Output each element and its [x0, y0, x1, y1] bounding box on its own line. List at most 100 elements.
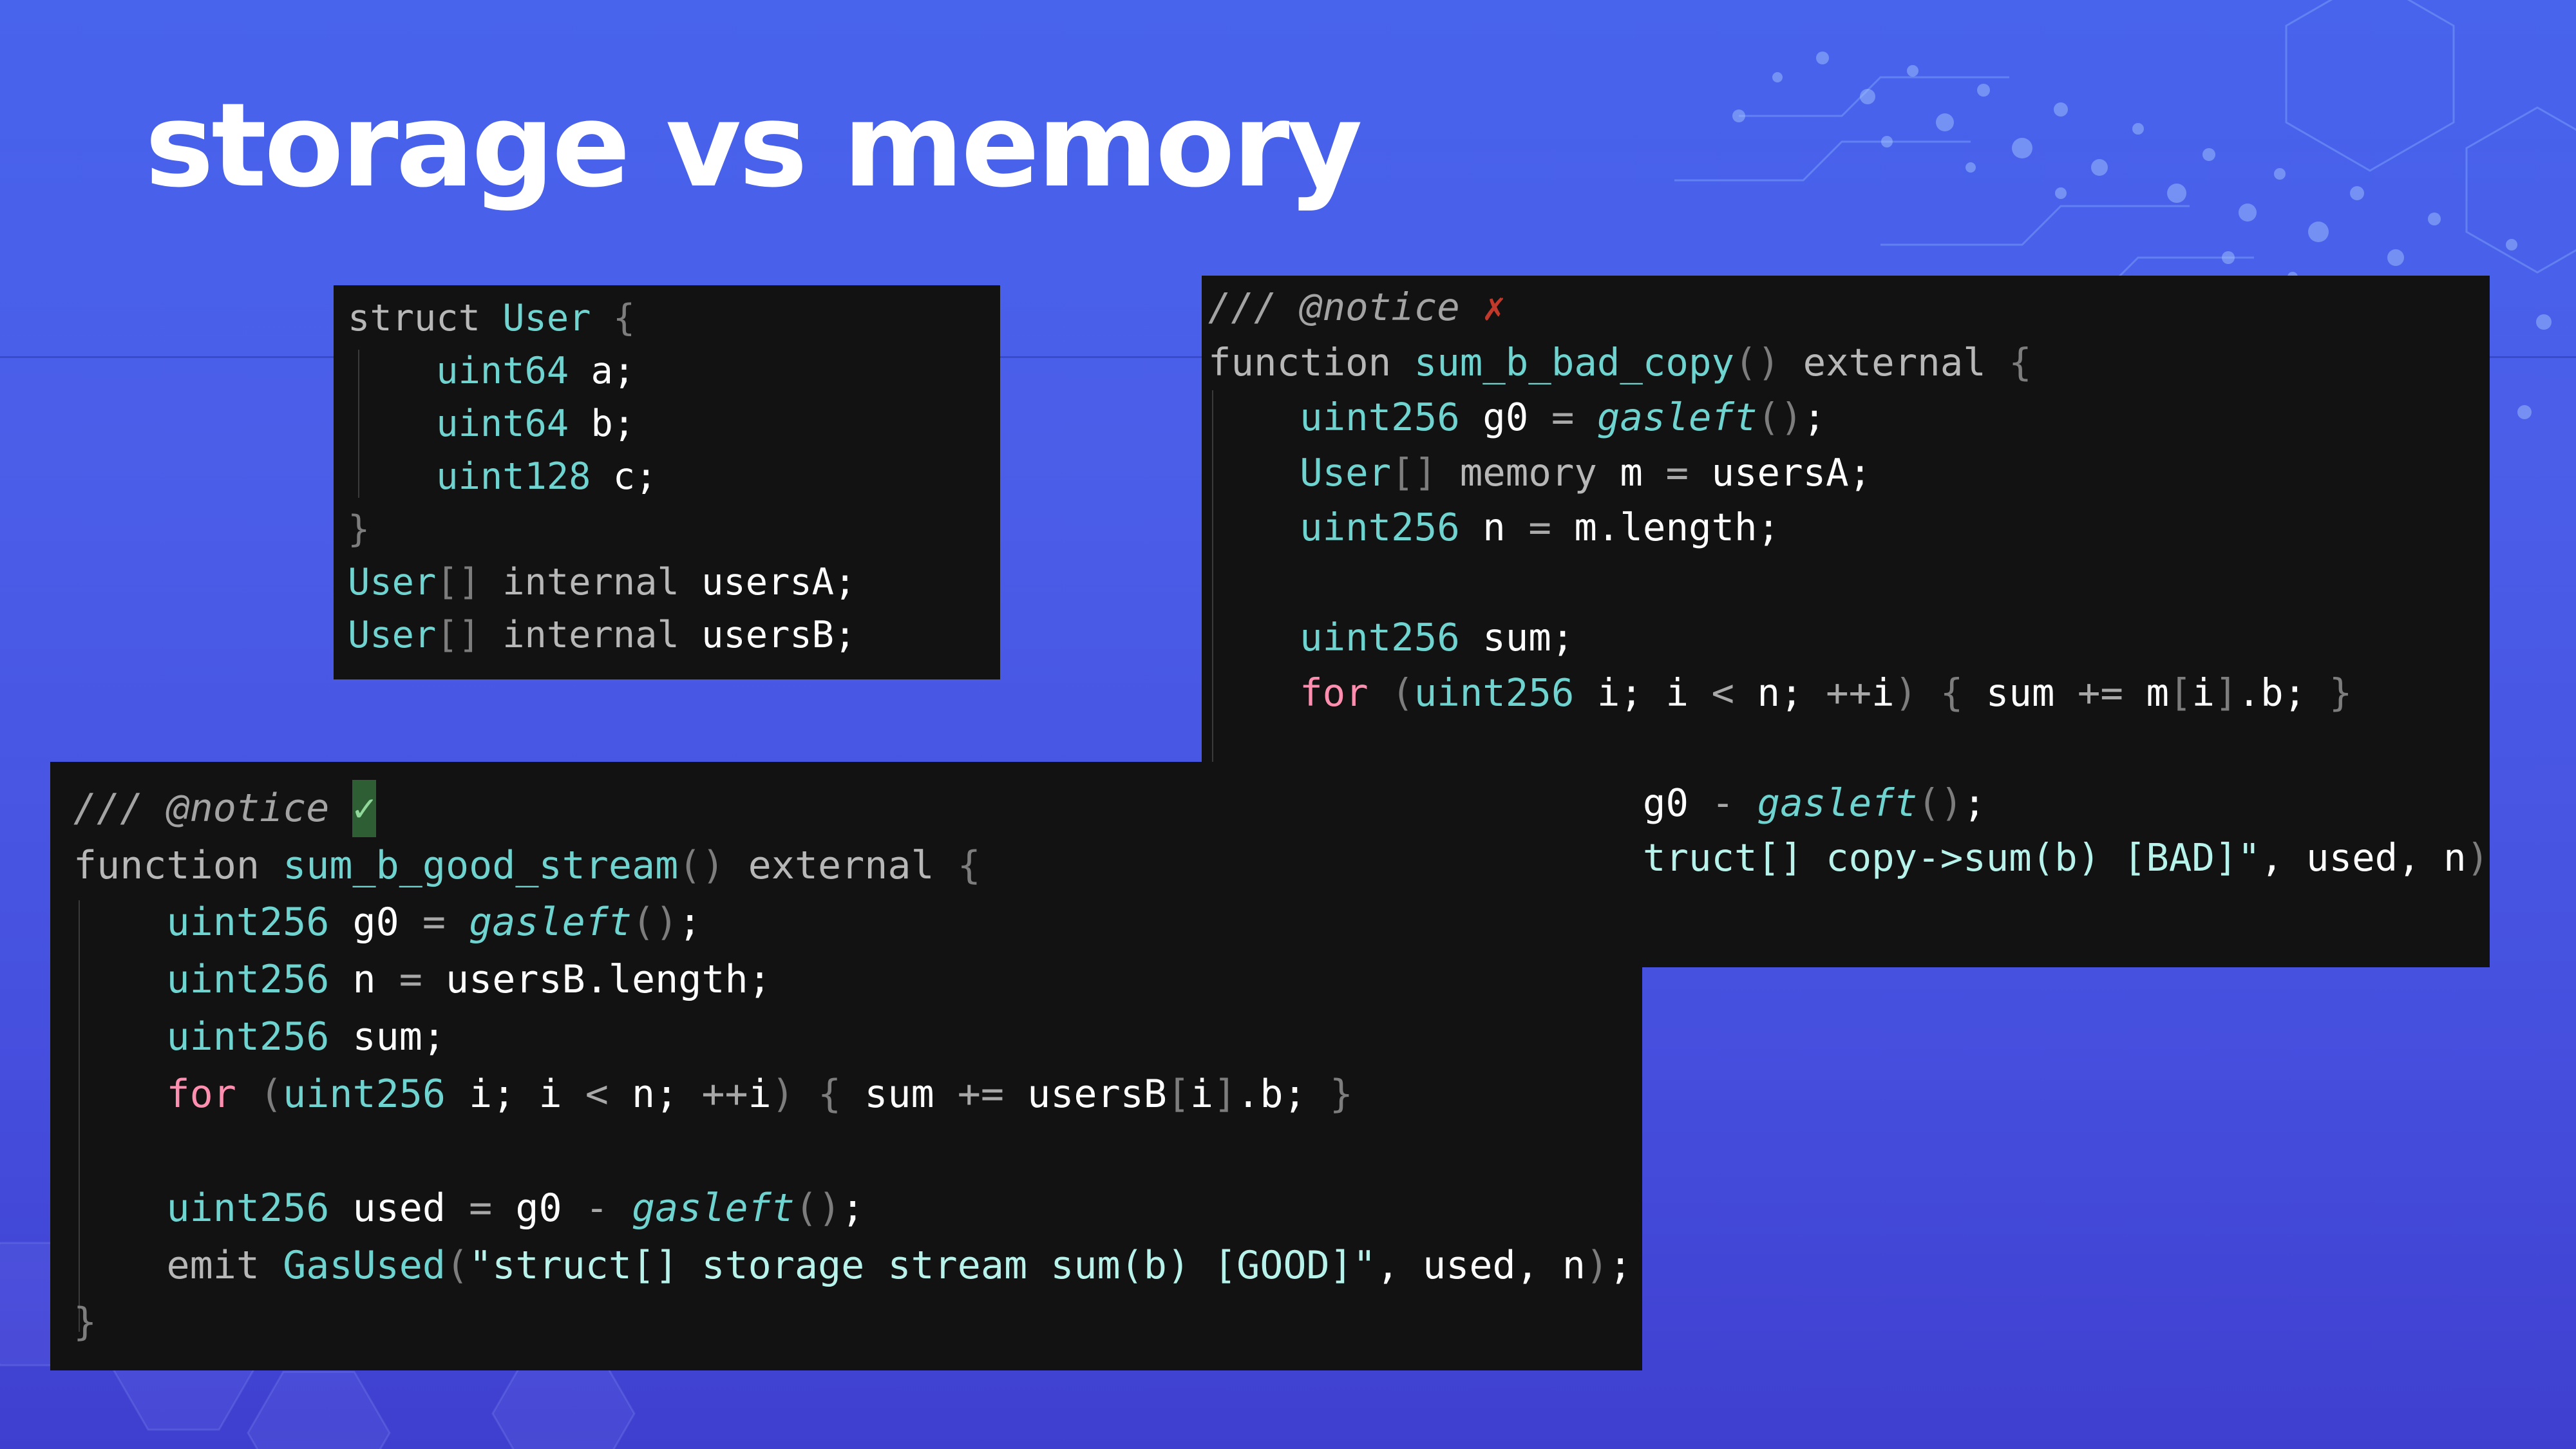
code-token: for — [166, 1071, 260, 1117]
good-stream-code-panel: /// @notice ✓function sum_b_good_stream(… — [50, 762, 1642, 1370]
code-token: i; i — [469, 1071, 585, 1117]
code-token: () — [631, 900, 679, 945]
code-token: uint256 — [1414, 670, 1597, 715]
code-line: uint256 n = usersB.length; — [73, 951, 1632, 1009]
code-token: /// @notice — [1208, 285, 1483, 329]
code-token — [73, 1072, 167, 1117]
bad-copy-code-panel: /// @notice ✗function sum_b_bad_copy() e… — [1202, 276, 2490, 967]
code-token: } — [73, 1300, 97, 1345]
code-token — [73, 1014, 167, 1059]
code-token: { — [612, 297, 636, 339]
code-token: g0 — [515, 1185, 585, 1231]
code-token: ) — [2466, 835, 2490, 880]
code-token: = — [1528, 505, 1575, 549]
code-token — [1208, 615, 1300, 659]
code-token: uint256 — [1300, 615, 1483, 659]
code-token — [1208, 450, 1300, 495]
code-token: sum — [1985, 670, 2078, 715]
code-token: ) { — [1894, 670, 1986, 715]
code-token: [] — [436, 614, 503, 656]
code-token — [348, 350, 436, 392]
code-token: gasleft — [631, 1185, 795, 1231]
code-token: usersA; — [701, 561, 857, 603]
code-token: < — [585, 1071, 632, 1117]
code-token: ] — [1213, 1071, 1237, 1117]
code-line: emit GasUsed("struct[] storage stream su… — [73, 1237, 1633, 1294]
code-token: n — [1482, 505, 1529, 549]
code-token: uint64 — [436, 402, 591, 445]
code-token: uint256 — [283, 1071, 469, 1117]
code-token: c; — [612, 455, 658, 498]
code-token: [ — [2169, 670, 2192, 715]
code-token: } — [348, 508, 370, 551]
code-line: uint256 g0 = gasleft(); — [73, 894, 1632, 951]
code-token: ] — [2215, 670, 2238, 715]
code-token: += — [2077, 670, 2146, 715]
indent-guide — [358, 350, 359, 498]
code-token: } — [2329, 670, 2353, 715]
code-token: g0 — [1642, 780, 1712, 825]
code-token: = — [422, 900, 469, 945]
code-token: ; — [1963, 780, 1986, 825]
code-line: ​ — [1208, 555, 2490, 611]
code-token — [1208, 395, 1300, 439]
code-token: - — [585, 1185, 632, 1231]
code-token: = — [1665, 450, 1712, 495]
code-line: uint256 sum; — [1208, 610, 2490, 665]
code-token — [1208, 670, 1300, 715]
code-token: uint64 — [436, 350, 591, 392]
code-token: m — [2146, 670, 2169, 715]
code-token: gasleft — [1757, 780, 1918, 825]
code-token: usersA; — [1711, 450, 1872, 495]
code-token: User — [502, 297, 613, 339]
code-token: () — [1917, 780, 1964, 825]
code-token: ) — [1586, 1242, 1609, 1288]
code-token: external — [1803, 339, 2009, 384]
code-token: } — [1329, 1071, 1353, 1117]
slide-title: storage vs memory — [145, 79, 1363, 213]
code-token: sum_b_good_stream — [283, 842, 679, 888]
code-token: uint128 — [436, 455, 613, 498]
code-token: < — [1711, 670, 1757, 715]
code-token: function — [73, 842, 283, 888]
code-line: uint256 g0 = gasleft(); — [1208, 390, 2490, 445]
code-token: uint256 — [166, 1185, 353, 1231]
code-token: uint256 — [166, 1014, 353, 1059]
code-token: gasleft — [1596, 395, 1757, 439]
code-token: i — [748, 1071, 772, 1117]
indent-guide — [1212, 390, 1213, 931]
code-token: uint256 — [1300, 505, 1483, 549]
code-token: m.length; — [1574, 505, 1781, 549]
code-token: , used, n — [1376, 1242, 1586, 1288]
code-token: uint256 — [166, 957, 353, 1003]
code-token: emit — [166, 1242, 283, 1288]
code-token: struct — [348, 297, 503, 339]
code-token: , used, n — [2260, 835, 2467, 880]
check-mark-icon: ✓ — [352, 780, 376, 837]
cross-mark-icon: ✗ — [1482, 285, 1506, 329]
struct-code-block: struct User { uint64 a; uint64 b; uint12… — [348, 292, 856, 661]
code-token: = — [469, 1185, 516, 1231]
code-token: sum_b_bad_copy — [1414, 339, 1734, 384]
code-line: uint128 c; — [348, 450, 856, 503]
code-line: /// @notice ✗ — [1208, 279, 2490, 335]
code-token: sum — [864, 1071, 958, 1117]
code-token: "struct[] copy->sum(b) [BAD]" — [1596, 835, 2260, 880]
code-token: ( — [1391, 670, 1414, 715]
code-token: external — [748, 842, 958, 888]
code-token: ++ — [701, 1071, 748, 1117]
code-token: ; — [841, 1185, 865, 1231]
code-token: n; — [631, 1071, 702, 1117]
code-token: ) { — [771, 1071, 865, 1117]
code-token: .b; — [1236, 1071, 1330, 1117]
good-stream-code-block: /// @notice ✓function sum_b_good_stream(… — [73, 780, 1632, 1351]
code-token: n — [352, 957, 399, 1003]
code-line: User[] internal usersB; — [348, 609, 856, 661]
code-token: = — [1551, 395, 1597, 439]
code-token: ; — [678, 900, 702, 945]
code-token — [348, 402, 436, 445]
code-line: } — [73, 1294, 1632, 1351]
code-token: ; — [2489, 835, 2490, 880]
code-token: [] — [436, 561, 503, 603]
code-token — [73, 900, 167, 945]
